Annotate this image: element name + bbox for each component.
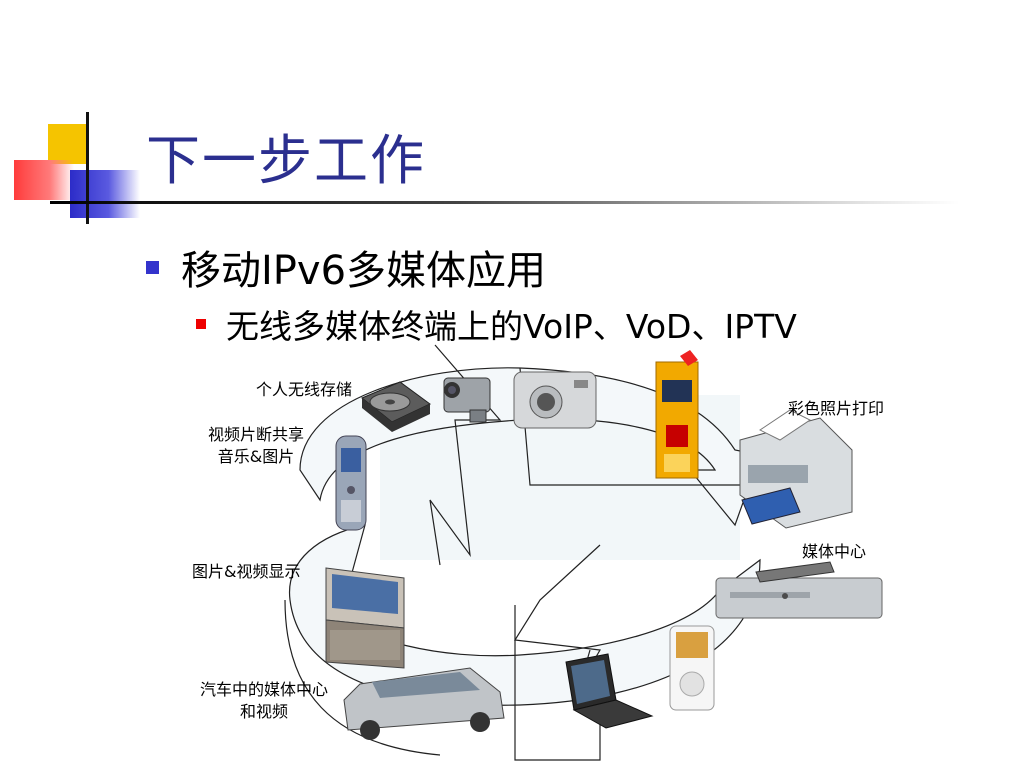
bullet-level2-text: 无线多媒体终端上的VoIP、VoD、IPTV [226, 307, 797, 346]
label-sharing-line2: 音乐&图片 [217, 447, 295, 466]
label-media-center: 媒体中心 [802, 542, 867, 561]
hard-drive-icon [361, 381, 431, 432]
title-decoration-vertical-line [86, 112, 89, 224]
car-icon [343, 667, 505, 740]
label-sharing: 视频片断共享 音乐&图片 [208, 424, 304, 468]
music-player-icon [669, 625, 715, 711]
laptop-icon [565, 653, 654, 729]
square-bullet-icon [146, 260, 159, 274]
label-car-media-line2: 和视频 [240, 702, 289, 721]
digital-camera-icon [513, 371, 597, 429]
mobile-phone-icon [335, 435, 367, 531]
title-decoration-red-bar [14, 160, 74, 200]
label-car-media: 汽车中的媒体中心 和视频 [200, 679, 328, 723]
bullet-level1: 移动IPv6多媒体应用 [146, 238, 546, 296]
bullet-level1-text: 移动IPv6多媒体应用 [181, 248, 547, 294]
projection-tv-icon [325, 567, 405, 669]
bullet-level2: 无线多媒体终端上的VoIP、VoD、IPTV [196, 300, 797, 348]
label-sharing-line1: 视频片断共享 [208, 425, 305, 444]
title-decoration-blue-bar [70, 170, 140, 218]
media-center-box-icon [715, 561, 883, 619]
photo-kiosk-icon [655, 350, 699, 479]
title-decoration-yellow-square [48, 124, 88, 164]
square-bullet-icon [196, 319, 206, 329]
label-display: 图片&视频显示 [192, 562, 301, 581]
slide-title: 下一步工作 [146, 129, 426, 192]
title-underline [50, 201, 960, 204]
camcorder-icon [443, 377, 491, 423]
label-personal-storage: 个人无线存储 [256, 380, 353, 399]
label-car-media-line1: 汽车中的媒体中心 [200, 680, 329, 699]
printer-icon [739, 409, 853, 529]
label-photo-print: 彩色照片打印 [788, 399, 885, 418]
